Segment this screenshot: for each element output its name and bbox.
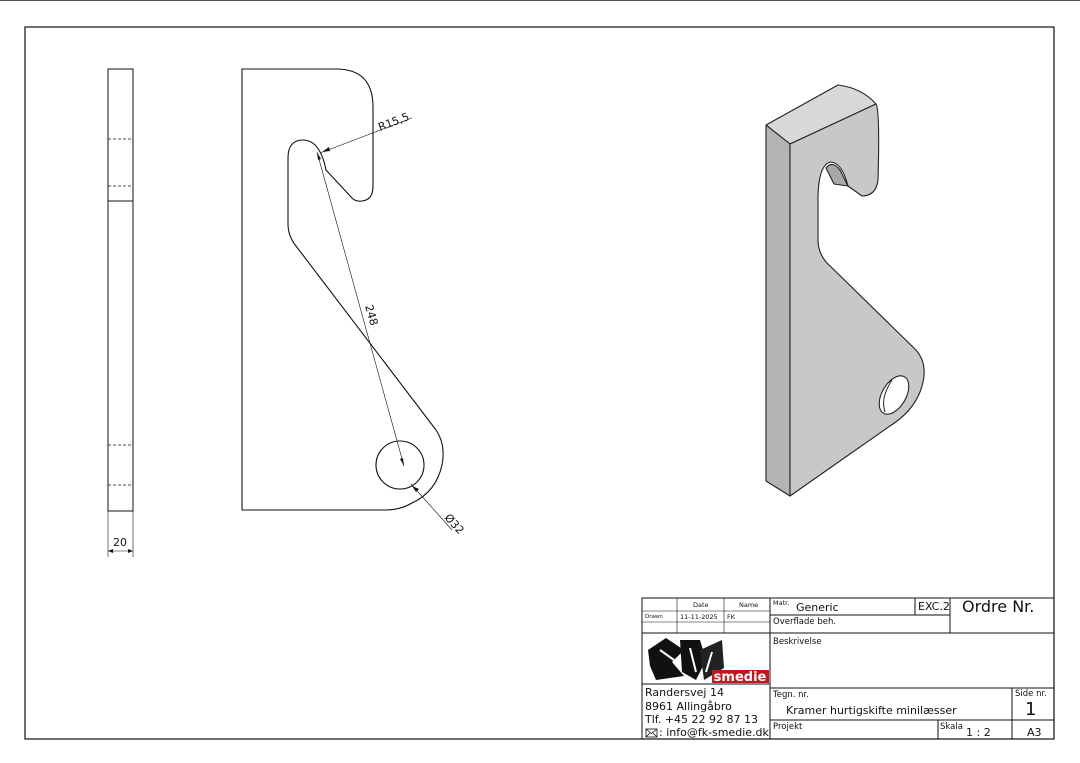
iso-hook-inner [825,163,849,187]
logo-red-band [712,670,769,683]
logo-text: smedie [714,670,767,685]
ordre-label: Ordre Nr. [962,597,1035,616]
overflade-label: Overflade beh. [773,617,837,627]
diameter-arrow [412,486,419,492]
radius-leader [319,117,413,154]
tegn-value: Kramer hurtigskifte minilæsser [786,704,957,717]
skala-value: 1 : 2 [966,726,991,739]
phone-number: Tlf. +45 22 92 87 13 [645,713,759,726]
logo-puzzle-left [648,638,684,680]
address-city: 8961 Allingåbro [645,700,732,713]
projekt-label: Projekt [773,722,803,732]
isometric-view [765,84,925,497]
title-block-frame [641,597,1055,740]
side-value: 1 [1025,699,1037,720]
date-header: Date [693,601,709,609]
envelope-body [645,728,658,738]
diameter-dimension: Ø32 [442,511,467,537]
sheet-top-edge [0,0,1080,1]
length-dimension: 248 [362,303,380,327]
title-block-outline [641,597,1055,740]
iso-bore-edge [883,379,893,413]
side-view-outline [107,68,134,512]
exc-value: EXC.2 [918,600,950,613]
diameter-leader [410,483,453,531]
logo-highlights [659,647,713,673]
beskrivelse-label: Beskrivelse [773,637,822,647]
envelope-icon [645,728,658,738]
drawn-date: 11-11-2025 [680,613,718,621]
tegn-label: Tegn. nr. [773,690,809,700]
bore-hole [375,440,425,490]
radius-arrow [322,147,330,152]
envelope-flap [645,728,658,738]
side-view [107,68,134,557]
iso-bore-hole [878,375,910,415]
iso-side-face [765,124,791,497]
format-value: A3 [1027,726,1042,739]
plate-outline [241,68,444,511]
dimension-arrows [108,549,133,553]
thickness-dimension: 20 [113,536,127,549]
iso-front-face [789,103,925,497]
skala-label: Skala [940,722,963,732]
sheet-border [24,26,1055,740]
length-dimension-line [316,151,405,467]
drawn-label: Drawn [645,614,663,620]
address-street: Randersvej 14 [645,686,724,699]
radius-dimension: R15,5 [376,110,411,134]
side-label: Side nr. [1015,689,1047,699]
email-address: : info@fk-smedie.dk [659,726,769,739]
front-view [241,68,453,531]
company-logo: smedie [643,634,769,685]
matr-value: Generic [796,601,839,614]
drawn-name: FK [727,613,736,621]
matr-label: Matr. [773,599,790,607]
name-header: Name [739,601,759,609]
